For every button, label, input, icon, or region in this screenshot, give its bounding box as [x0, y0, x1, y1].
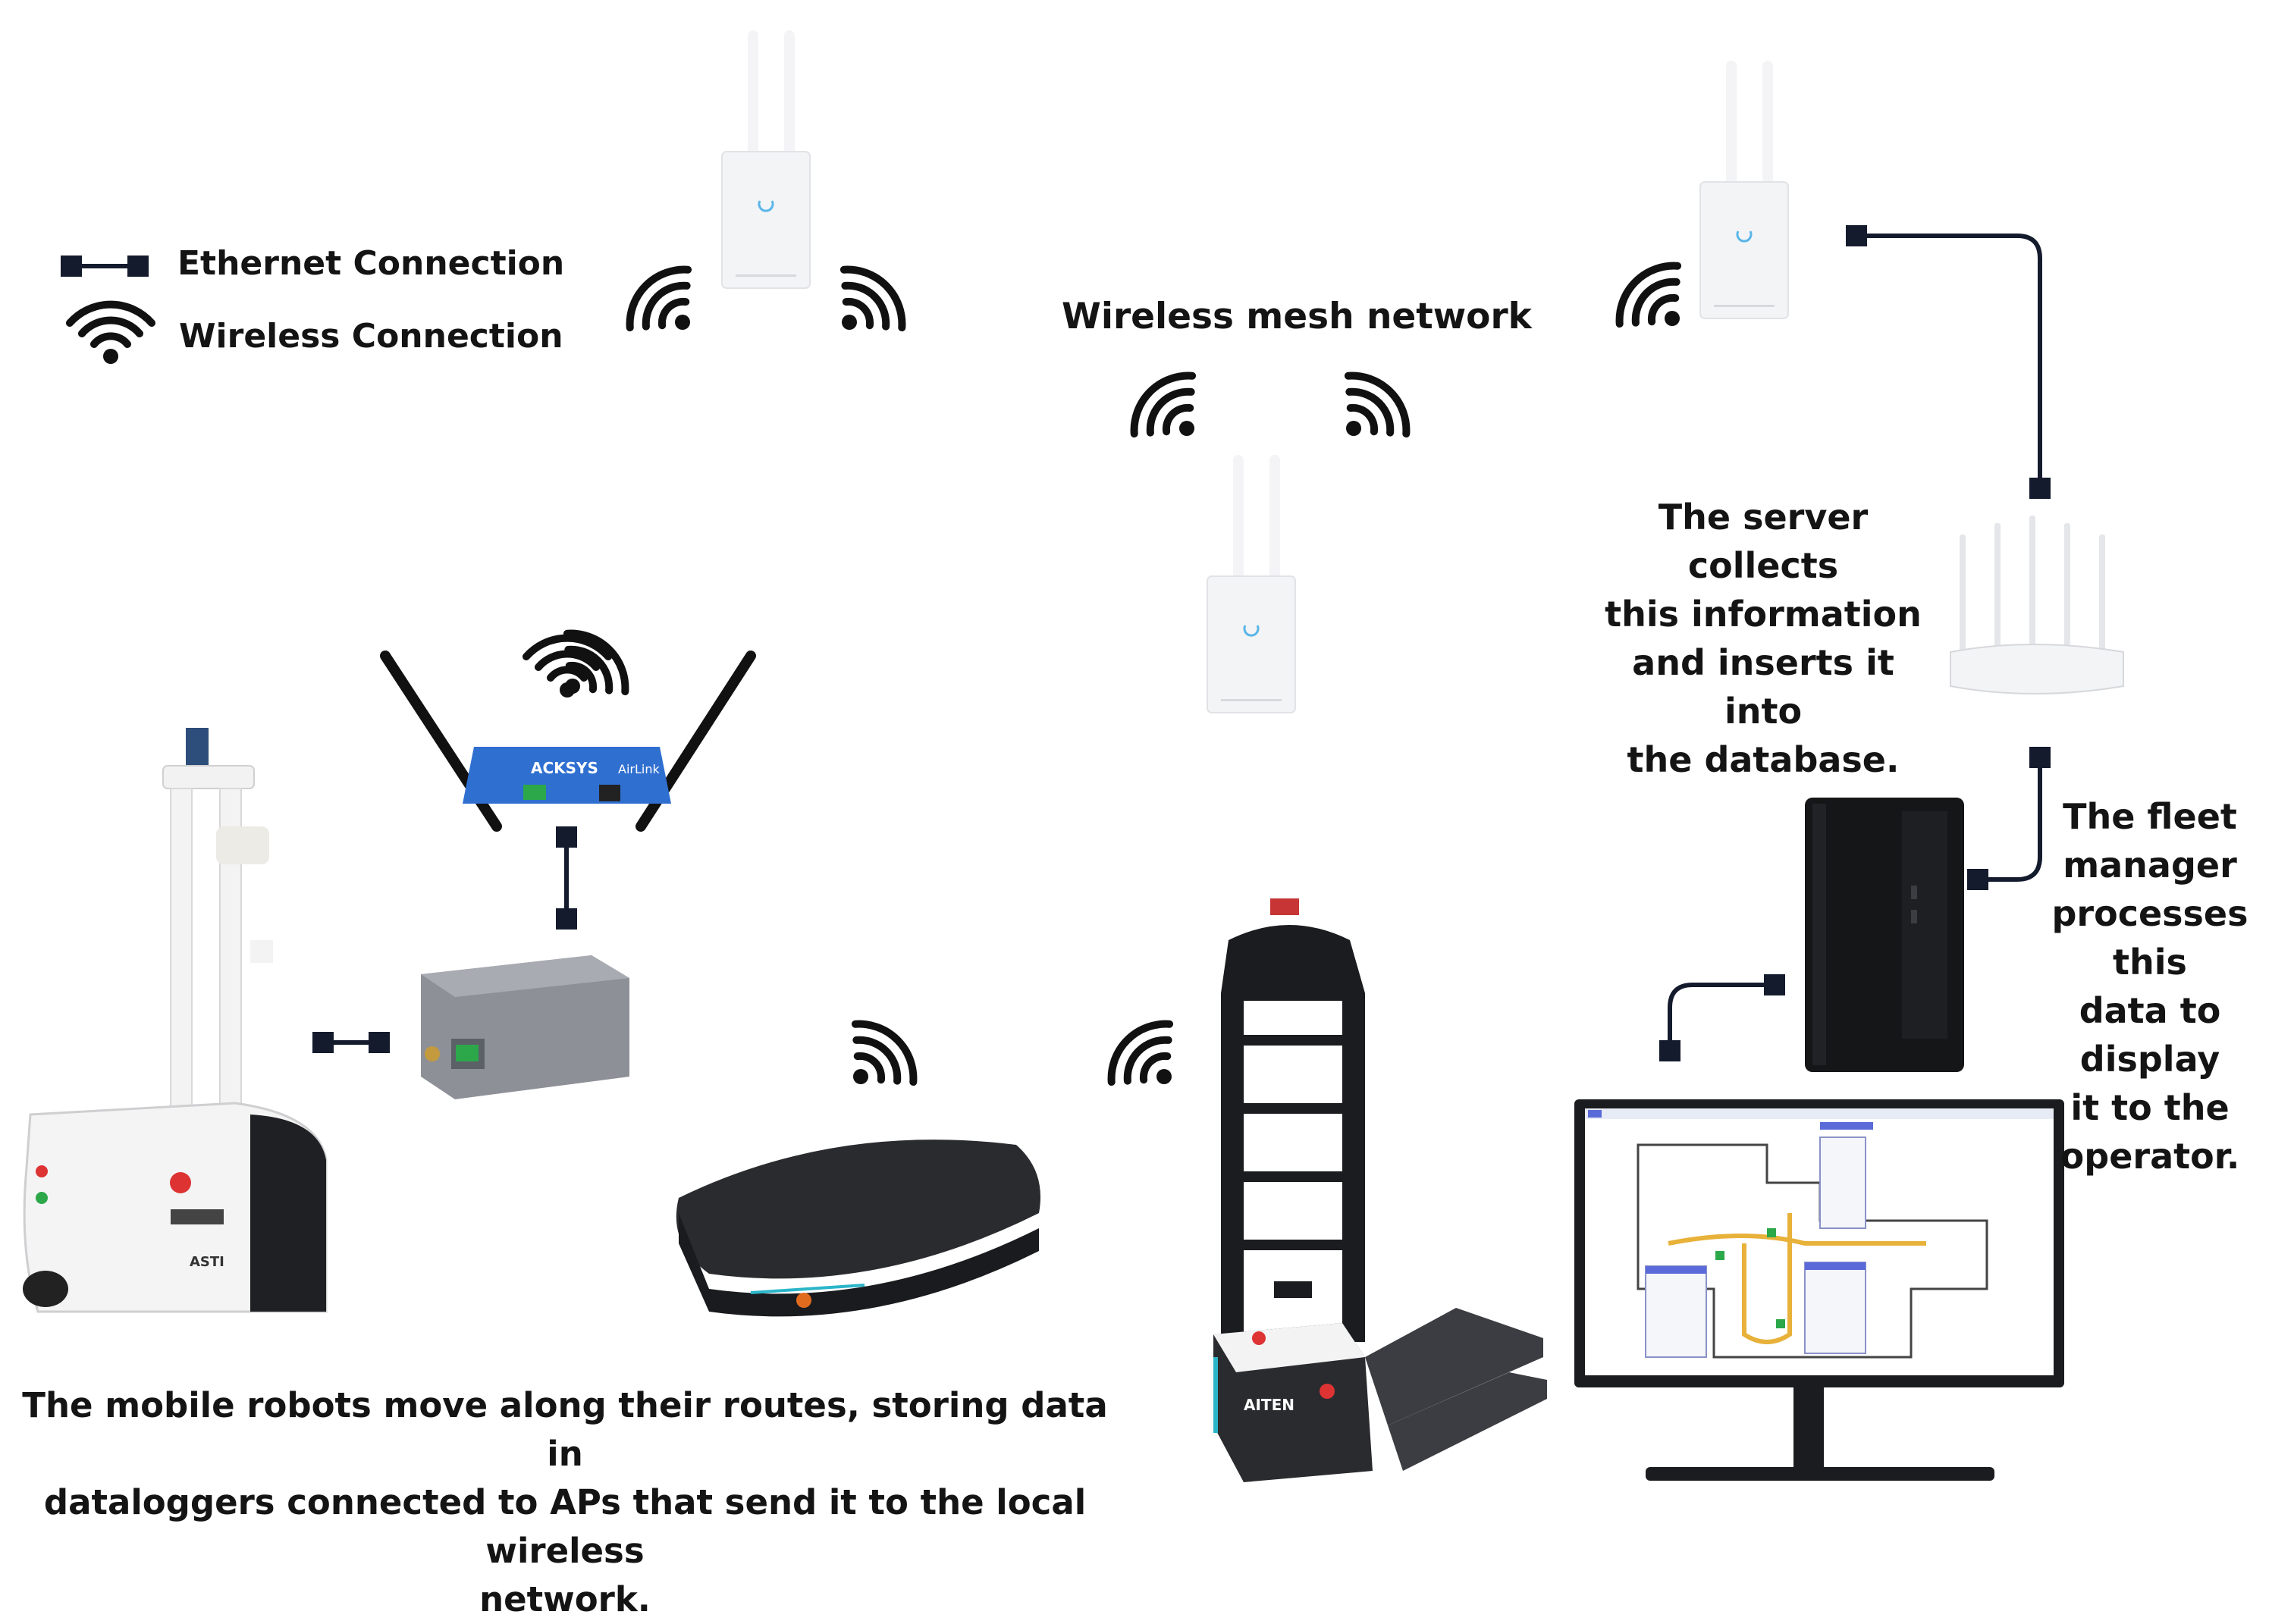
legend-ethernet-label: Ethernet Connection [177, 244, 565, 283]
amr-brand-text: ASTI [190, 1254, 224, 1270]
router-brand-text: ACKSYS [531, 759, 598, 777]
fleet-caption-line: The fleet [2063, 796, 2237, 837]
wifi-signal-icon [1121, 362, 1221, 462]
legend-wireless-label: Wireless Connection [179, 317, 563, 356]
mobile-robot-platform [676, 1140, 1040, 1317]
wifi-signal-icon [617, 256, 717, 356]
mesh-network-label: Wireless mesh network [1062, 296, 1532, 337]
fleet-caption-line: operator. [2060, 1136, 2240, 1177]
datalogger [421, 955, 629, 1099]
ethernet-link-ap-router [1846, 225, 2051, 499]
operator-monitor [1574, 1099, 2064, 1481]
server-caption-line: The server collects [1658, 497, 1869, 586]
fleet-caption-line: manager [2063, 845, 2237, 886]
wifi-signal-icon [815, 256, 915, 356]
wifi-signal-icon [1098, 1011, 1198, 1111]
wifi-signal-icon [1606, 252, 1706, 353]
fleet-manager-caption: The fleet manager processes this data to… [2010, 792, 2290, 1180]
mobile-robot-left: ASTI [23, 728, 328, 1313]
robots-caption: The mobile robots move along their route… [0, 1381, 1130, 1624]
legend-wireless-icon [70, 305, 152, 364]
access-point-center [1206, 453, 1297, 714]
fleet-caption-line: data to display [2079, 990, 2221, 1080]
industrial-wifi-router: ACKSYS AirLink [380, 651, 756, 832]
server-caption-line: the database. [1627, 739, 1900, 780]
access-point-top-right [1699, 59, 1790, 320]
network-diagram: ACKSYS AirLink ASTI [22, 29, 2290, 1619]
access-point-top-left [720, 29, 811, 290]
wifi-router [1950, 516, 2124, 694]
forklift-agv: AITEN [1213, 898, 1547, 1482]
robots-caption-line: network. [479, 1579, 651, 1619]
server-caption: The server collects this information and… [1589, 493, 1938, 784]
ethernet-link-router-datalogger [556, 826, 577, 930]
ethernet-link-amr-datalogger [312, 1032, 390, 1053]
robots-caption-line: dataloggers connected to APs that send i… [43, 1482, 1087, 1571]
wifi-signal-icon [1320, 362, 1420, 462]
wifi-signal-icon [827, 1011, 927, 1111]
fleet-caption-line: it to the [2070, 1087, 2230, 1128]
robots-caption-line: The mobile robots move along their route… [22, 1385, 1108, 1474]
server-caption-line: and inserts it into [1632, 642, 1894, 732]
legend-ethernet-icon [61, 256, 149, 277]
router-model-text: AirLink [618, 762, 660, 776]
ethernet-link-router-server [1967, 747, 2051, 890]
server-caption-line: this information [1605, 594, 1922, 635]
forklift-brand-text: AITEN [1244, 1396, 1294, 1414]
ethernet-link-server-monitor [1659, 974, 1785, 1061]
server-tower [1805, 798, 1964, 1072]
fleet-caption-line: processes this [2051, 893, 2248, 983]
